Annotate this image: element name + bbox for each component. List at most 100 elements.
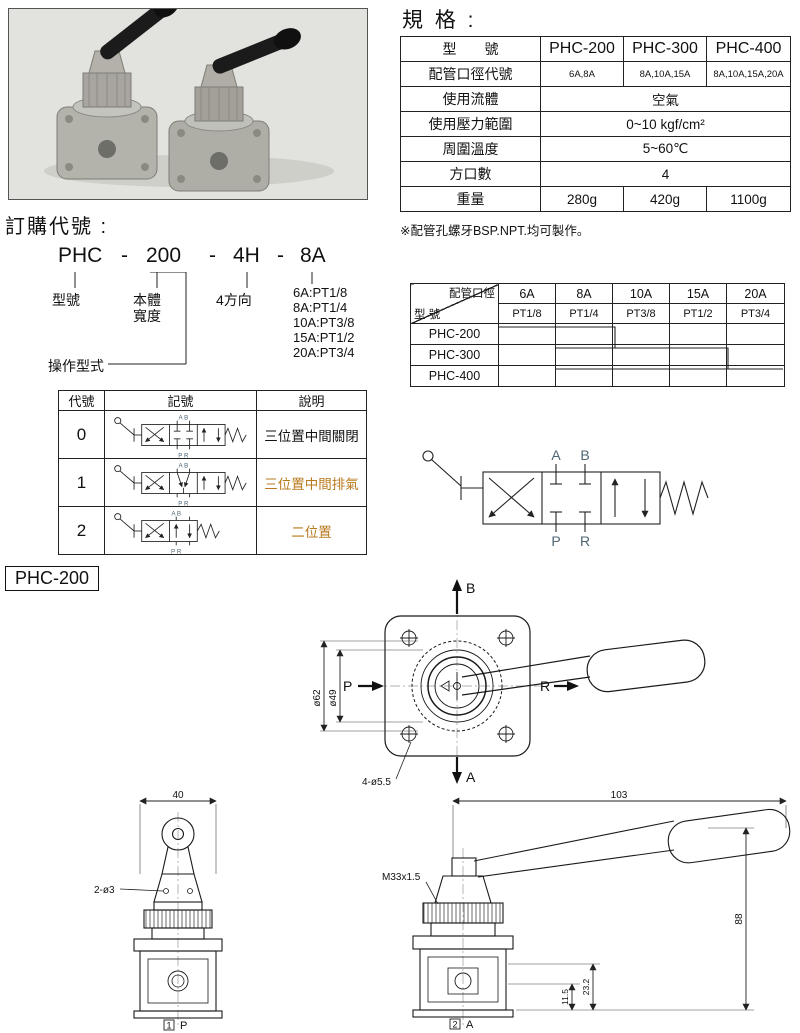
symbol-desc-0: 三位置中間關閉	[256, 410, 367, 459]
spec-footnote: ※配管孔螺牙BSP.NPT.均可製作。	[400, 224, 590, 238]
thread-header-cell: PT3/8	[612, 303, 670, 324]
valve-outline	[412, 808, 791, 1018]
valve-outline	[133, 817, 223, 1019]
spec-model-3: PHC-400	[706, 36, 791, 62]
port-number: 2	[452, 1020, 457, 1030]
schematic-body	[422, 450, 709, 532]
valve-symbol-3pos-exhaust: A B P R	[114, 462, 247, 506]
spec-fluid-value: 空氣	[540, 86, 791, 112]
spec-label-ways: 方口數	[400, 161, 541, 187]
ordering-code-dash3: -	[277, 244, 284, 267]
valve-symbol-2pos: A B P R	[114, 510, 220, 554]
symbol-pr-label: P R	[178, 500, 189, 505]
port-table-corner: 配管口徑 型 號	[410, 283, 499, 324]
ordering-code-dash1: -	[121, 244, 128, 267]
symbol-code-2: 2	[58, 506, 105, 555]
ordering-code-port: 8A	[300, 244, 326, 267]
label-width: 寬度	[133, 308, 161, 324]
symbol-row: 1 A B P R 三位置中間排氣	[58, 458, 367, 507]
dim-label-103: 103	[611, 790, 628, 801]
port-letter: A	[466, 1019, 474, 1031]
dim-label-115: 11.5	[560, 989, 570, 1005]
spec-weight-2: 420g	[623, 186, 707, 212]
spec-label-model: 型 號	[400, 36, 541, 62]
availability-cell	[669, 323, 727, 345]
spec-portcode-3: 8A,10A,15A,20A	[706, 61, 791, 87]
size-header-cell: 10A	[612, 283, 670, 304]
dimension-lines	[320, 640, 423, 780]
flow-label-a: A	[466, 769, 476, 785]
spec-portcode-1: 6A,8A	[540, 61, 624, 87]
size-header-cell: 15A	[669, 283, 727, 304]
thread-header-cell: PT1/8	[498, 303, 556, 324]
label-4way: 4方向	[216, 292, 252, 308]
symbol-ab-label: A B	[179, 462, 189, 469]
flow-label-b: B	[466, 580, 475, 596]
label-operation: 操作型式	[48, 358, 104, 374]
size-header-cell: 20A	[726, 283, 785, 304]
thread-header-cell: PT3/4	[726, 303, 785, 324]
port-option: 10A:PT3/8	[293, 315, 355, 330]
schematic-port-label-r: R	[580, 533, 590, 549]
availability-cell	[555, 365, 613, 387]
product-photo	[8, 8, 368, 200]
port-option: 15A:PT1/2	[293, 330, 355, 345]
product-photo-illustration	[9, 9, 367, 199]
mounting-holes	[400, 629, 515, 743]
model-cell: PHC-200	[410, 323, 499, 345]
symbol-header-desc: 說明	[256, 390, 367, 411]
corner-label-model: 型 號	[414, 309, 441, 321]
port-option: 8A:PT1/4	[293, 300, 348, 315]
valve-symbol-3pos-closed: A B P R	[114, 414, 247, 458]
flow-arrows	[358, 579, 579, 784]
leader-line	[425, 881, 439, 905]
symbol-pr-label: P R	[178, 452, 189, 457]
spec-label-temp: 周圍溫度	[400, 136, 541, 162]
port-letter: P	[180, 1020, 187, 1032]
spec-weight-3: 1100g	[706, 186, 791, 212]
spec-label-pressure: 使用壓力範圍	[400, 111, 541, 137]
symbol-pr-label: P R	[171, 548, 182, 553]
symbol-desc-1: 三位置中間排氣	[256, 458, 367, 507]
thread-header-cell: PT1/2	[669, 303, 727, 324]
symbol-header-code: 代號	[58, 390, 105, 411]
phc200-section-label: PHC-200	[5, 566, 100, 591]
availability-cell	[612, 365, 670, 387]
spec-ways-value: 4	[540, 161, 791, 187]
label-body: 本體	[133, 292, 161, 308]
dim-label-d49: ø49	[328, 689, 339, 707]
symbol-diagram-cell: A B P R	[104, 458, 257, 507]
availability-cell	[726, 344, 785, 366]
symbol-header-symbol: 記號	[104, 390, 257, 411]
dim-label-232: 23.2	[581, 978, 591, 995]
table-row: PHC-400	[410, 365, 785, 387]
port-size-table: 配管口徑 型 號 6A 8A 10A 15A 20A PT1/8 PT1/4 P…	[410, 283, 785, 387]
side-view-right-drawing: 103 M33x1.5 88 23.2 11.5 2 A	[382, 790, 791, 1031]
availability-cell	[555, 344, 613, 366]
schematic-port-label-a: A	[551, 447, 561, 463]
spec-title: 規 格 :	[402, 9, 477, 32]
availability-cell	[726, 365, 785, 387]
dim-label-d62: ø62	[312, 689, 323, 707]
ordering-title: 訂購代號 :	[5, 216, 109, 238]
valve-photo-left	[56, 9, 180, 180]
lever-outline	[461, 639, 706, 696]
side-view-left-drawing: 40 2-ø3 1 P	[94, 790, 223, 1032]
schematic-port-label-p: P	[551, 533, 560, 549]
table-row: PHC-200	[410, 323, 785, 345]
spec-label-weight: 重量	[400, 186, 541, 212]
dim-label-holes: 4-ø5.5	[362, 777, 391, 788]
valve-photo-right	[168, 28, 301, 192]
port-marker: 2 A	[449, 1018, 474, 1031]
spec-pressure-value: 0~10 kgf/cm²	[540, 111, 791, 137]
schematic-port-label-b: B	[580, 447, 589, 463]
ordering-code-model: PHC	[58, 244, 103, 267]
thread-header-cell: PT1/4	[555, 303, 613, 324]
size-header-cell: 6A	[498, 283, 556, 304]
rotor-circles	[411, 640, 503, 732]
spec-label-fluid: 使用流體	[400, 86, 541, 112]
symbol-diagram-cell: A B P R	[104, 506, 257, 555]
availability-cell	[498, 365, 556, 387]
spec-model-2: PHC-300	[623, 36, 707, 62]
